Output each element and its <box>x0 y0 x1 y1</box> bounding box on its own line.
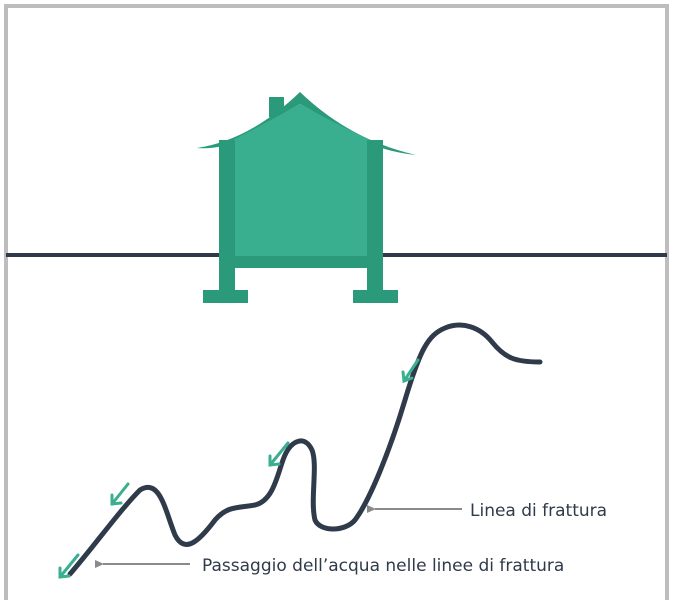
fracture-line-label: Linea di frattura <box>470 501 607 521</box>
floor-beam <box>219 256 383 268</box>
right-foot <box>353 290 398 303</box>
house-on-stilts-icon <box>197 92 416 303</box>
water-arrow-2 <box>112 484 128 504</box>
left-foot <box>203 290 248 303</box>
water-passage-label: Passaggio dell’acqua nelle linee di frat… <box>202 556 564 576</box>
house-body <box>233 104 370 258</box>
fracture-line <box>70 325 540 574</box>
water-flow-arrow-icon <box>60 360 418 577</box>
